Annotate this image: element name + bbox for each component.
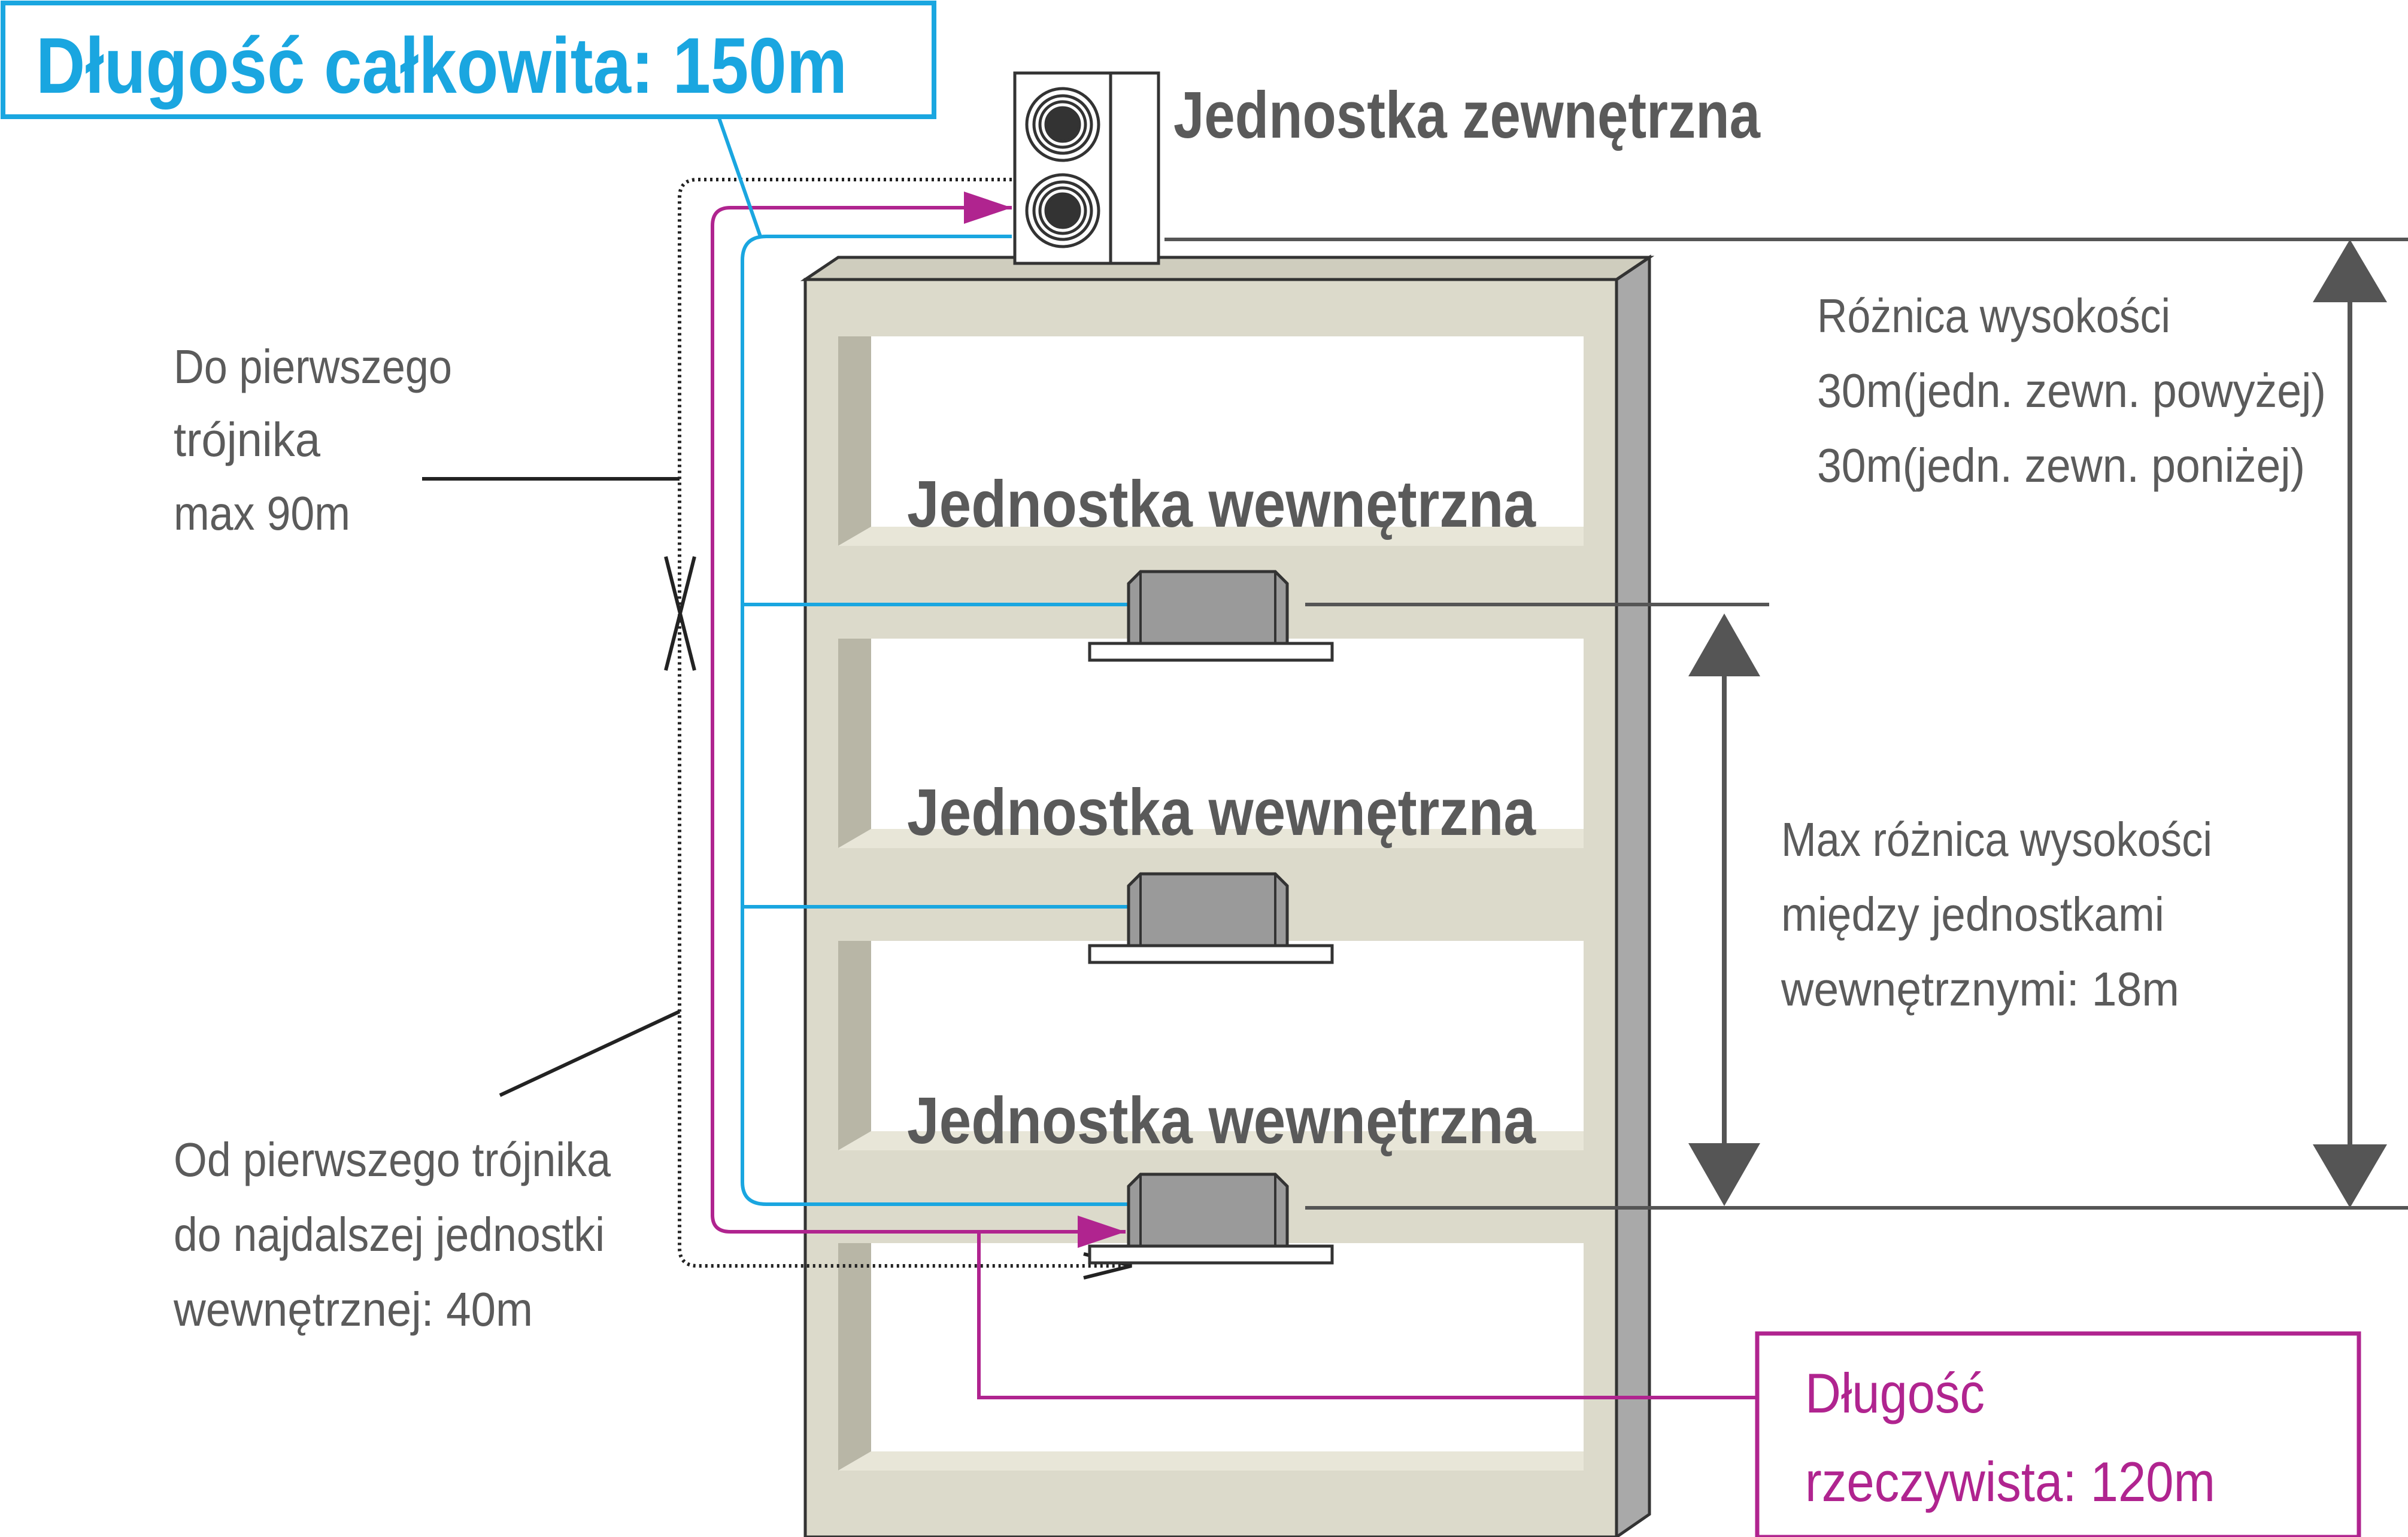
height-difference-note: Różnica wysokości 30m(jedn. zewn. powyże… (1817, 289, 2326, 492)
fan-icon (1025, 173, 1100, 248)
indoor-height-difference-arrow (1688, 613, 1760, 1206)
indoor-unit-label-1: Jednostka wewnętrzna (907, 467, 1536, 541)
actual-length-pipe (711, 192, 1757, 1399)
floor-4-room (838, 336, 1584, 546)
indoor-height-difference-line-3: wewnętrznymi: 18m (1781, 962, 2179, 1016)
indoor-unit-label-3: Jednostka wewnętrzna (907, 1084, 1536, 1158)
level-lines (1164, 238, 2408, 1210)
indoor-height-difference-note: Max różnica wysokości między jednostkami… (1781, 813, 2212, 1016)
from-first-tee-note: Od pierwszego trójnika do najdalszej jed… (173, 1133, 611, 1336)
height-difference-line-1: Różnica wysokości (1817, 289, 2170, 342)
actual-length-label-line-2: rzeczywista: 120m (1805, 1450, 2215, 1513)
leader-lines (422, 477, 681, 1097)
floor-3-room (838, 639, 1584, 848)
to-first-tee-line-3: max 90m (174, 487, 350, 540)
to-first-tee-note: Do pierwszego trójnika max 90m (174, 340, 452, 540)
indoor-unit-2 (1088, 872, 1334, 964)
height-difference-line-2: 30m(jedn. zewn. powyżej) (1817, 364, 2326, 417)
indoor-height-difference-line-2: między jednostkami (1781, 888, 2164, 941)
building (800, 254, 1655, 1537)
indoor-height-difference-line-1: Max różnica wysokości (1781, 813, 2212, 866)
actual-length-box (1755, 1331, 2361, 1537)
height-difference-arrow (2313, 239, 2387, 1208)
from-first-tee-line-1: Od pierwszego trójnika (174, 1133, 611, 1186)
first-tee-marker (664, 556, 696, 671)
to-first-tee-line-1: Do pierwszego (174, 340, 452, 393)
refrigerant-pipe (714, 107, 1129, 1206)
floor-1-room (838, 1243, 1584, 1471)
actual-length-label-line-1: Długość (1805, 1362, 1985, 1424)
outdoor-unit (1013, 71, 1160, 265)
dotted-route-line (678, 178, 1126, 1268)
to-first-tee-line-2: trójnika (174, 413, 320, 466)
floor-2-room (838, 941, 1584, 1150)
outdoor-unit-label: Jednostka zewnętrzna (1173, 78, 1761, 152)
indoor-unit-1 (1088, 570, 1334, 662)
indoor-unit-3 (1088, 1173, 1334, 1265)
indoor-unit-label-2: Jednostka wewnętrzna (907, 776, 1536, 849)
from-first-tee-line-3: wewnętrznej: 40m (173, 1283, 533, 1336)
total-length-label: Długość całkowita: 150m (36, 22, 847, 110)
fan-icon (1025, 87, 1100, 162)
from-first-tee-line-2: do najdalszej jednostki (174, 1208, 605, 1261)
height-difference-line-3: 30m(jedn. zewn. poniżej) (1817, 439, 2305, 492)
total-length-box (1, 1, 936, 119)
